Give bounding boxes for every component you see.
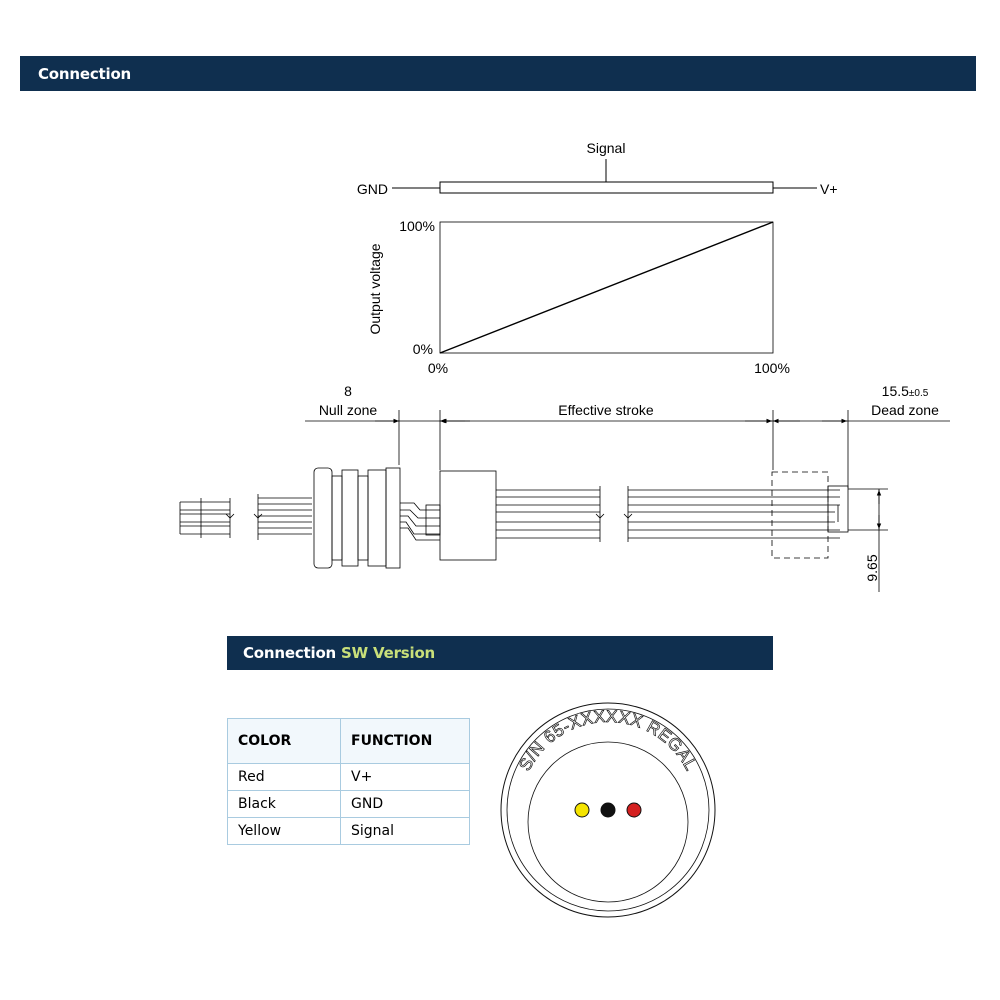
cable (253, 494, 312, 540)
height-value: 9.65 (864, 554, 880, 581)
null-zone-label: Null zone (319, 402, 378, 418)
cell-function: Signal (340, 817, 470, 845)
dimensions: 8 Null zone Effective stroke 15.5±0.5 De… (305, 383, 950, 592)
table-row: Black GND (227, 790, 470, 818)
x-tick-0: 0% (428, 360, 448, 376)
y-tick-0: 0% (413, 341, 433, 357)
connection-title: Connection (38, 64, 132, 83)
dead-zone-label: Dead zone (871, 402, 939, 418)
slider-block (439, 470, 497, 561)
cell-color: Red (227, 763, 341, 791)
signal-label: Signal (587, 140, 626, 156)
y-axis-label: Output voltage (367, 243, 383, 334)
cell-function: GND (340, 790, 470, 818)
effective-stroke-label: Effective stroke (558, 402, 654, 418)
dead-zone-nominal: 15.5 (882, 383, 909, 399)
cell-color: Black (227, 790, 341, 818)
y-tick-100: 100% (399, 218, 435, 234)
gnd-label: GND (357, 181, 388, 197)
red-pin (626, 802, 642, 818)
cell-function: V+ (340, 763, 470, 791)
sw-banner-accent: SW Version (341, 644, 436, 662)
header-function: FUNCTION (340, 718, 470, 764)
table-row: Red V+ (227, 763, 470, 791)
connector-face: S/N 65-XXXXXX REGAL (500, 702, 716, 918)
sw-version-banner: Connection SW Version (227, 636, 773, 670)
output-voltage-chart: 100% 0% 0% 100% Output voltage (367, 218, 790, 376)
header-color: COLOR (227, 718, 341, 764)
cell-color: Yellow (227, 817, 341, 845)
black-pin (600, 802, 616, 818)
vplus-label: V+ (820, 181, 838, 197)
connector-mid-ring (506, 708, 710, 912)
resistor-track (439, 181, 774, 194)
connection-table: COLOR FUNCTION Red V+ Black GND Yellow S… (227, 718, 470, 845)
linear-output-line (439, 221, 774, 354)
connection-diagram: Signal GND V+ 100% 0% 0% 100% Output vol… (179, 140, 950, 592)
null-zone-value: 8 (344, 383, 352, 399)
dead-zone-value: 15.5±0.5 (882, 383, 929, 399)
sensor-drawing (179, 467, 849, 569)
yellow-pin (574, 802, 590, 818)
potentiometer-schematic: Signal GND V+ (357, 140, 838, 197)
x-tick-100: 100% (754, 360, 790, 376)
sw-banner-title: Connection (243, 644, 337, 662)
dead-zone-outline (771, 471, 829, 559)
table-row: Yellow Signal (227, 817, 470, 845)
rails (496, 485, 849, 542)
internal-traces (400, 502, 441, 541)
table-header-row: COLOR FUNCTION (227, 718, 470, 764)
connection-banner: Connection (20, 56, 976, 91)
connector-housing (313, 467, 401, 569)
connector-inner-ring (527, 741, 689, 903)
wire-ends (179, 498, 235, 538)
dead-zone-tolerance: ±0.5 (909, 388, 929, 399)
